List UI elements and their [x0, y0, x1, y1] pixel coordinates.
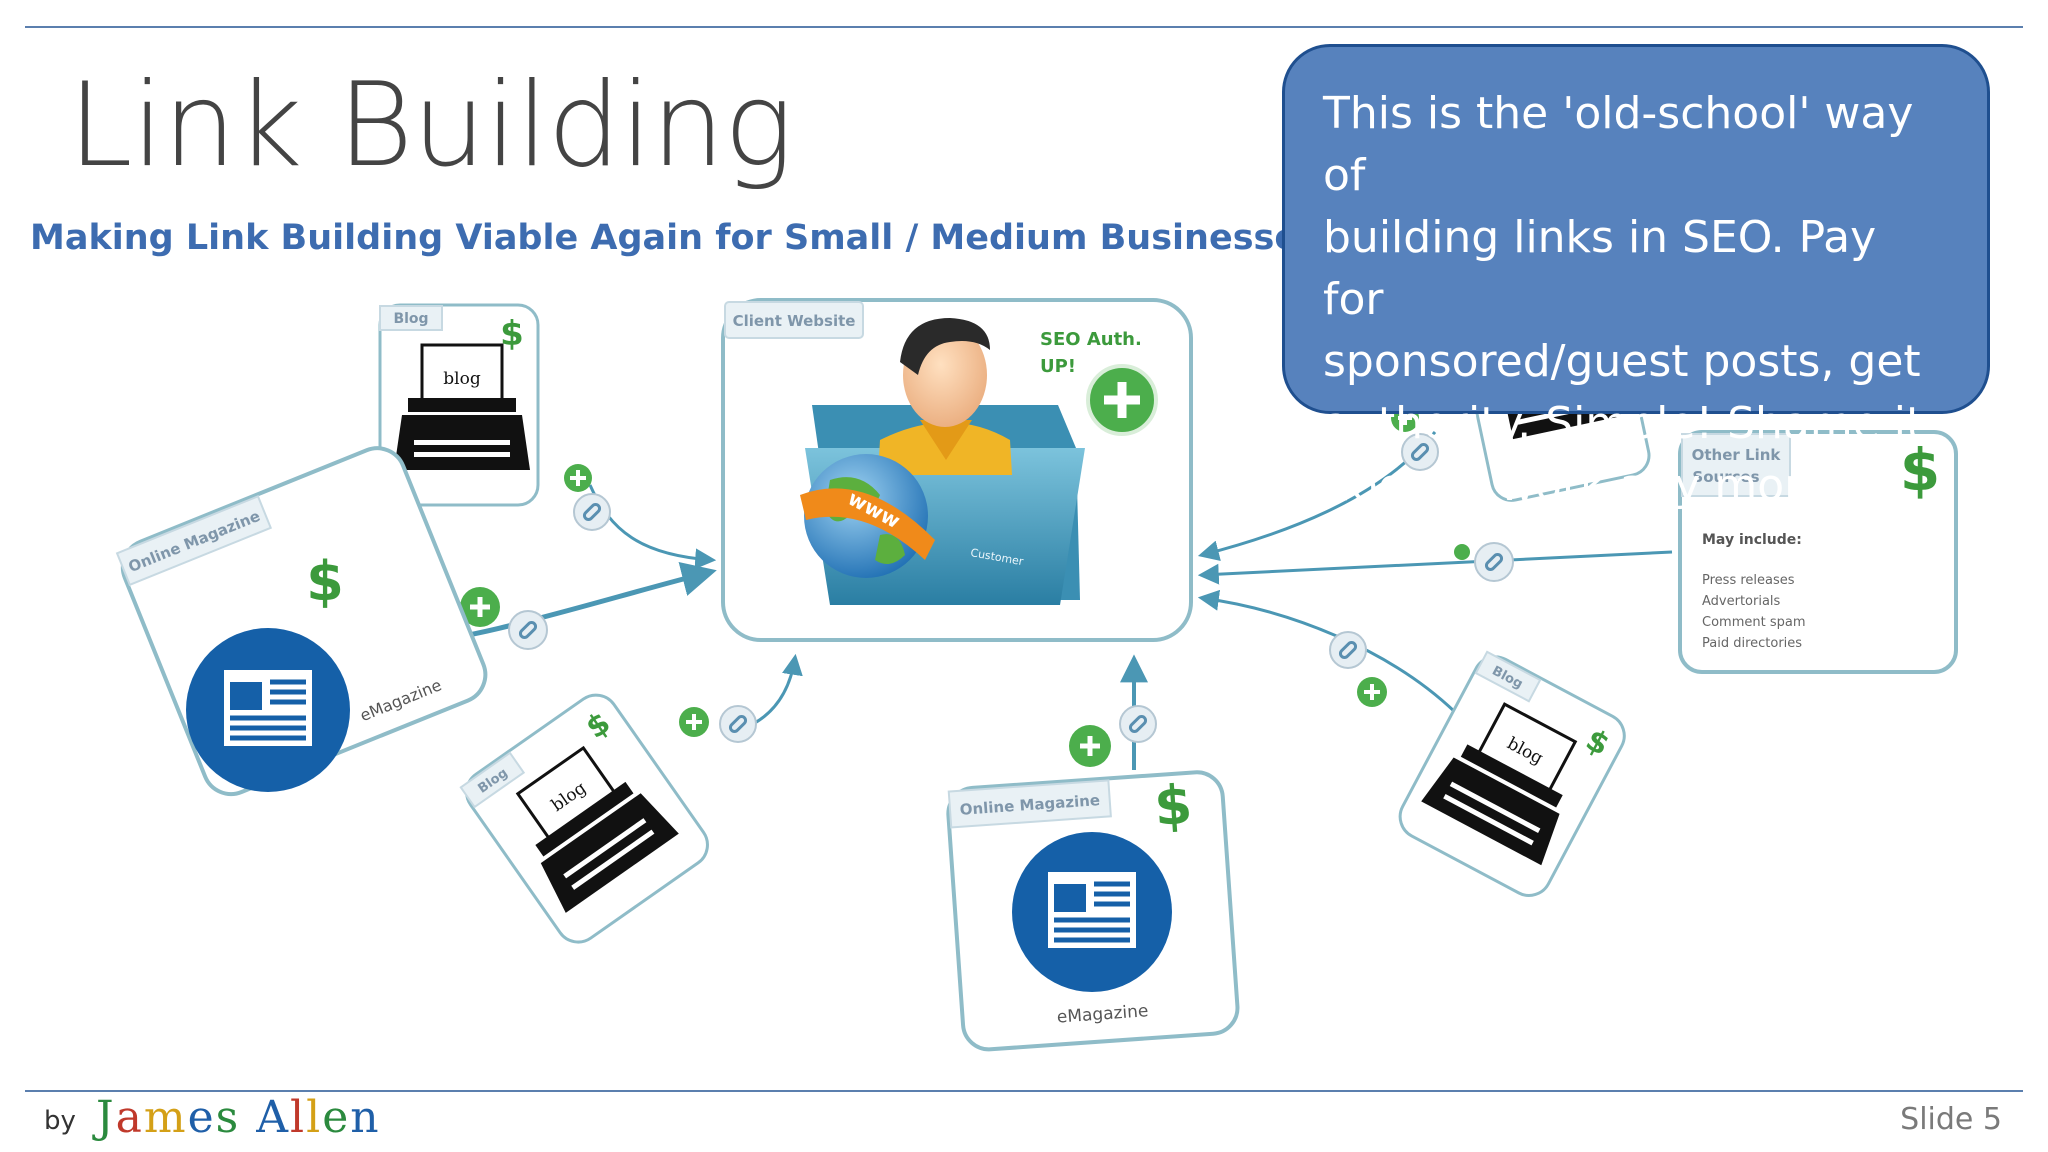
magazine-icon [186, 628, 350, 792]
card-label: Client Website [733, 312, 856, 330]
may-include-label: May include: [1702, 532, 1802, 548]
blog-card-top: Blog $ blog [378, 303, 540, 507]
callout-line: sponsored/guest posts, get [1323, 336, 1921, 387]
slide-title: Link Building [68, 58, 793, 193]
author-letter: l [306, 1092, 323, 1143]
arrow-blog-right [1197, 589, 1457, 714]
author-letter [240, 1092, 256, 1143]
seo-auth-text: SEO Auth. [1040, 329, 1142, 350]
footer-by: by [44, 1106, 76, 1136]
link-building-diagram: Client Website Customer www SEO Auth. UP… [115, 298, 1958, 1052]
author-letter: e [322, 1092, 351, 1143]
card-label: Other Link [1692, 446, 1782, 464]
typewriter-paper-label: blog [443, 369, 481, 389]
plus-badge-icon [460, 587, 500, 627]
chain-link-icon [508, 610, 548, 650]
callout-box: This is the 'old-school' way of building… [1282, 44, 1990, 511]
source-item: Press releases [1702, 573, 1795, 588]
chain-link-icon [719, 705, 757, 743]
slide-number: Slide 5 [1900, 1102, 2002, 1137]
card-label: Sources [1692, 468, 1759, 486]
bottom-rule [25, 1090, 2023, 1092]
callout-line: authority. Simple! Shame it [1323, 398, 1924, 449]
chain-link-icon [1329, 631, 1367, 669]
author-letter: l [290, 1092, 307, 1143]
author-letter: n [350, 1092, 381, 1143]
dollar-icon: $ [500, 314, 524, 354]
footer-author-name: James Allen [96, 1092, 381, 1143]
blog-card-right: Blog $ blog [1398, 650, 1626, 897]
callout-line: building links in SEO. Pay for [1323, 212, 1877, 325]
seo-up-text: UP! [1040, 356, 1076, 377]
source-item: Paid directories [1702, 636, 1802, 651]
chain-link-icon [1119, 705, 1157, 743]
plus-badge-icon [1357, 677, 1387, 707]
plus-badge-icon [679, 707, 709, 737]
source-item: Advertorials [1702, 594, 1781, 609]
slide-subtitle: Making Link Building Viable Again for Sm… [30, 218, 1319, 258]
plus-circle-icon [1086, 364, 1158, 436]
chain-link-icon [1474, 542, 1514, 582]
other-link-sources-card: Other Link Sources $ May include: Press … [1678, 430, 1958, 674]
author-letter: e [187, 1092, 216, 1143]
author-letter: A [256, 1092, 291, 1143]
source-item: Comment spam [1702, 615, 1805, 630]
person-avatar-icon [878, 318, 1012, 475]
dollar-icon: $ [1900, 436, 1940, 504]
author-letter: J [96, 1092, 116, 1143]
callout-line: doesn't work any more… [1323, 460, 1873, 511]
globe-icon: www [800, 454, 935, 578]
callout-line: This is the 'old-school' way of [1323, 88, 1914, 201]
author-letter: s [215, 1092, 241, 1143]
blog-card-bottom: Blog $ blog [459, 693, 709, 944]
author-letter: m [143, 1092, 188, 1143]
dollar-icon: $ [306, 550, 344, 613]
typewriter-icon: blog [1421, 702, 1578, 866]
typewriter-icon: blog [515, 745, 679, 913]
arrow-blog-top [588, 484, 717, 570]
top-rule [25, 26, 2023, 28]
plus-badge-icon [564, 464, 592, 492]
client-website-card: Client Website Customer www SEO Auth. UP… [721, 298, 1193, 642]
dollar-icon: $ [1152, 773, 1194, 838]
chain-link-icon [573, 493, 611, 531]
author-letter: a [115, 1092, 144, 1143]
plus-badge-icon [1069, 725, 1111, 767]
typewriter-icon: blog [394, 343, 530, 470]
card-label: Blog [393, 311, 428, 327]
plus-badge-icon [1454, 544, 1470, 560]
link-badges [460, 404, 1514, 767]
chain-link-icon [1401, 433, 1439, 471]
arrow-other [1197, 550, 1673, 585]
magazine-icon [1012, 832, 1172, 992]
